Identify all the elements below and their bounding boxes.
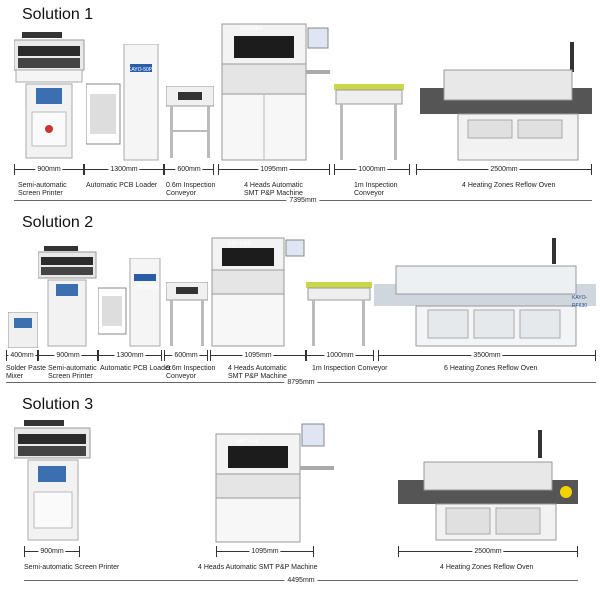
label-1-3: 0.6m Inspection Conveyor bbox=[166, 182, 216, 197]
dim-2-3: 1300mm bbox=[98, 350, 162, 362]
dim-2-1: 400mm bbox=[6, 350, 38, 362]
dim-1-1: 900mm bbox=[14, 164, 84, 176]
dim-2-5: 1095mm bbox=[210, 350, 306, 362]
reflow-oven-3 bbox=[398, 430, 578, 542]
dim-2-6: 1000mm bbox=[306, 350, 374, 362]
oven-brand-label-2: KAYO-RF630 bbox=[572, 295, 588, 309]
label-3-1: Semi-automatic Screen Printer bbox=[24, 564, 120, 571]
dim-3-2: 1095mm bbox=[216, 546, 314, 558]
label-2-6: 1m Inspection Conveyor bbox=[312, 365, 388, 372]
loader-brand-label: KAYO-50P bbox=[128, 67, 153, 73]
dim-2-4: 600mm bbox=[164, 350, 208, 362]
inspection-conveyor-short bbox=[166, 86, 214, 160]
label-3-2: 4 Heads Automatic SMT P&P Machine bbox=[198, 564, 318, 571]
dim-2-7: 3500mm bbox=[378, 350, 596, 362]
label-1-6: 4 Heating Zones Reflow Oven bbox=[462, 182, 556, 189]
pnp-brand-label: KAYO-A4L bbox=[240, 26, 265, 32]
inspection-conveyor-long bbox=[334, 84, 404, 162]
total-2: 8795mm bbox=[6, 378, 596, 388]
label-2-2: Semi-automatic Screen Printer bbox=[48, 365, 97, 380]
dim-1-4: 1095mm bbox=[218, 164, 330, 176]
dim-1-5: 1000mm bbox=[334, 164, 410, 176]
dim-3-1: 900mm bbox=[24, 546, 80, 558]
pcb-loader-machine bbox=[86, 44, 162, 162]
label-2-4: 0.6m Inspection Conveyor bbox=[166, 365, 216, 380]
total-3: 4495mm bbox=[24, 576, 578, 586]
label-1-2: Automatic PCB Loader bbox=[86, 182, 158, 189]
inspection-conveyor-long-2 bbox=[306, 282, 372, 348]
solution-1-title: Solution 1 bbox=[22, 6, 94, 23]
dim-3-3: 2500mm bbox=[398, 546, 578, 558]
pnp-brand-label-2: KAYO-A4L bbox=[228, 241, 253, 247]
reflow-oven-2 bbox=[374, 238, 596, 348]
pick-and-place-machine-2 bbox=[210, 236, 306, 348]
dim-1-2: 1300mm bbox=[84, 164, 164, 176]
solution-3-title: Solution 3 bbox=[22, 396, 94, 413]
label-2-1: Solder Paste Mixer bbox=[6, 365, 47, 380]
dim-1-3: 600mm bbox=[164, 164, 214, 176]
dim-2-2: 900mm bbox=[38, 350, 98, 362]
pick-and-place-machine bbox=[220, 22, 332, 162]
label-2-3: Automatic PCB Loader bbox=[100, 365, 172, 372]
label-2-7: 6 Heating Zones Reflow Oven bbox=[444, 365, 538, 372]
solution-2-title: Solution 2 bbox=[22, 214, 94, 231]
label-1-5: 1m Inspection Conveyor bbox=[354, 182, 398, 197]
screen-printer-machine bbox=[14, 32, 86, 160]
label-2-5: 4 Heads Automatic SMT P&P Machine bbox=[228, 365, 287, 380]
label-3-3: 4 Heating Zones Reflow Oven bbox=[440, 564, 534, 571]
reflow-oven bbox=[420, 42, 592, 162]
pnp-brand-label-3: KAYO-A4L bbox=[236, 439, 261, 445]
solder-paste-mixer bbox=[8, 312, 38, 348]
dim-1-6: 2500mm bbox=[416, 164, 592, 176]
pcb-loader-machine-2 bbox=[98, 258, 162, 348]
screen-printer-machine-2 bbox=[38, 246, 98, 348]
loader-brand-label-2: KAYO-50P bbox=[134, 285, 159, 291]
label-1-4: 4 Heads Automatic SMT P&P Machine bbox=[244, 182, 303, 197]
pick-and-place-machine-3 bbox=[214, 420, 338, 544]
inspection-conveyor-short-2 bbox=[166, 282, 208, 348]
label-1-1: Semi-automatic Screen Printer bbox=[18, 182, 67, 197]
total-1: 7395mm bbox=[14, 196, 592, 206]
screen-printer-machine-3 bbox=[14, 420, 92, 542]
